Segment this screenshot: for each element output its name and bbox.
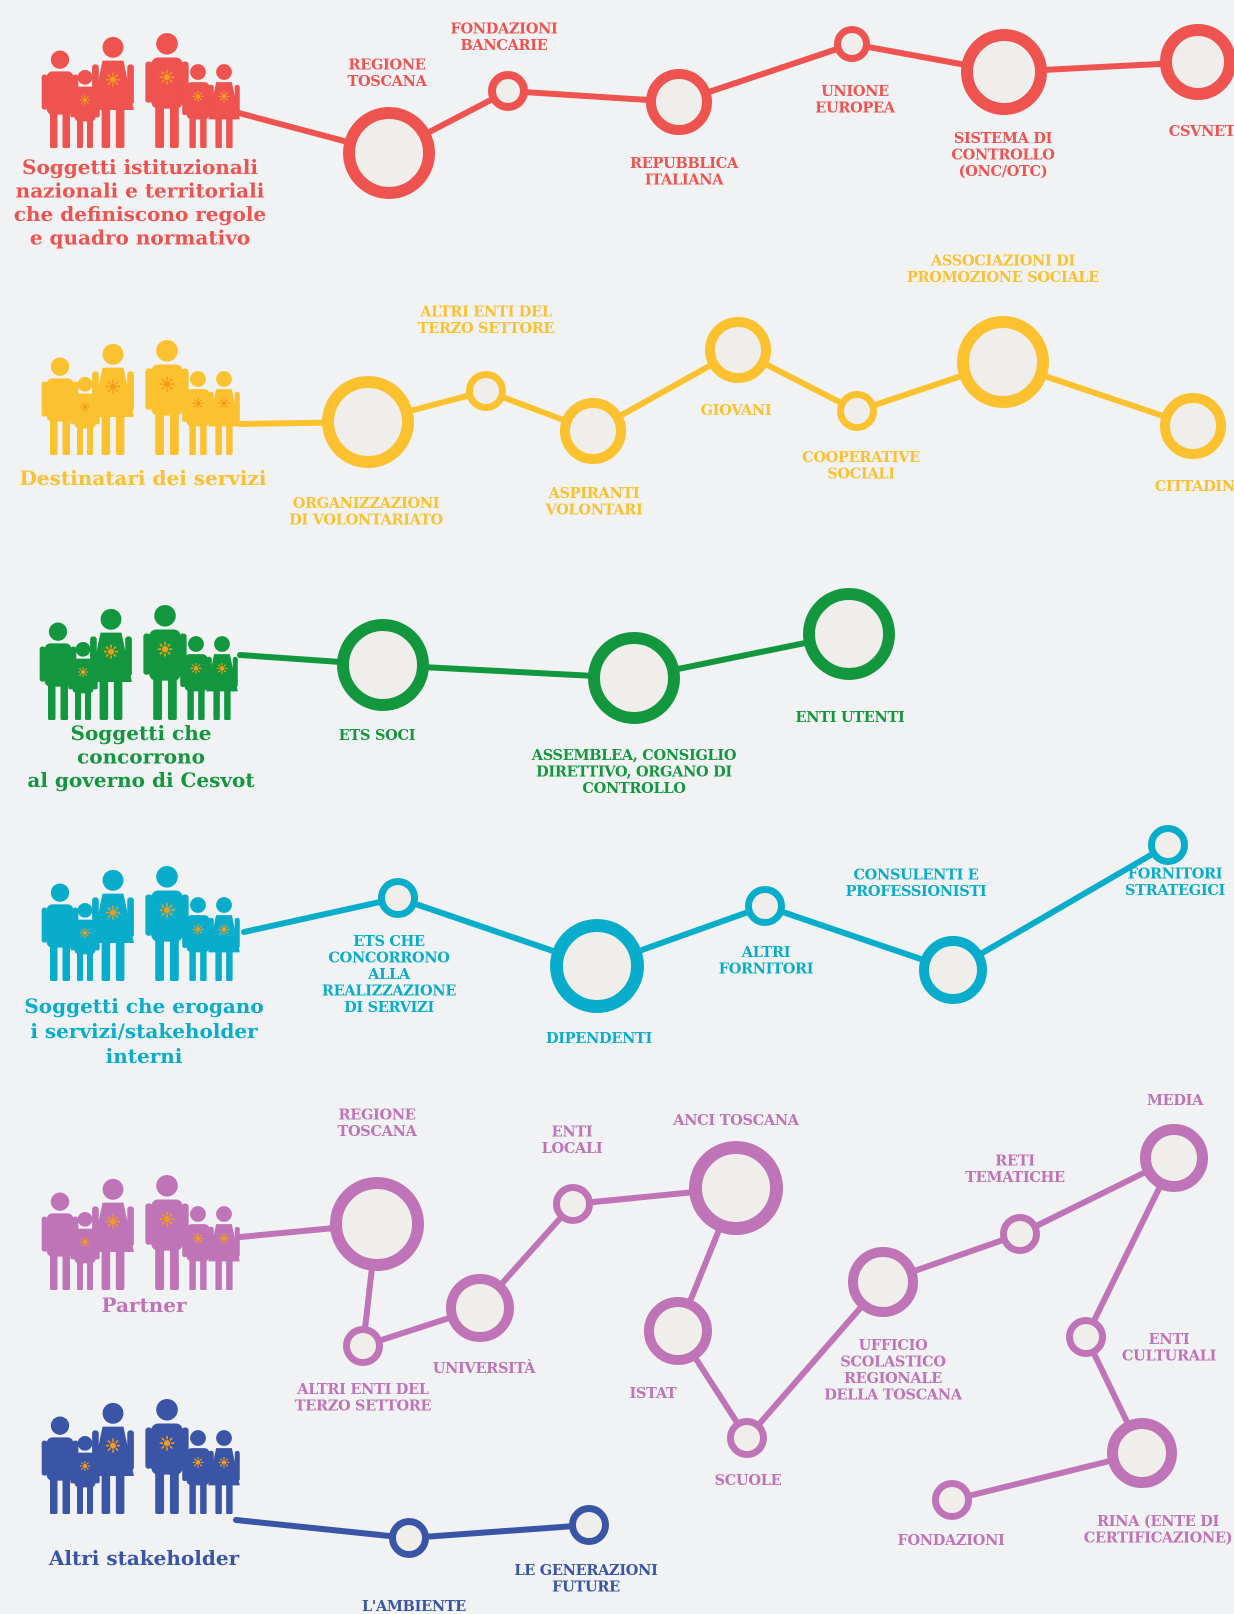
stakeholder-node (919, 936, 987, 1004)
people-group-icon (41, 1398, 240, 1514)
stakeholder-node (378, 878, 418, 918)
node-label: ETS SOCI (339, 727, 416, 744)
stakeholder-node (646, 69, 712, 135)
stakeholder-node (848, 1247, 918, 1317)
stakeholder-node (343, 1326, 383, 1366)
stakeholder-node (932, 1480, 972, 1520)
stakeholder-node (322, 376, 414, 468)
stakeholder-node (588, 632, 680, 724)
people-group-icon (41, 339, 240, 455)
stakeholder-node (1160, 393, 1226, 459)
stakeholder-node (550, 919, 644, 1013)
stakeholder-node (553, 1184, 593, 1224)
people-group-icon (41, 1174, 240, 1290)
stakeholder-node (705, 317, 771, 383)
connector-line (950, 842, 1171, 973)
stakeholder-node (1160, 24, 1234, 100)
node-label: L'AMBIENTE (362, 1598, 466, 1614)
node-label: CITTADINI (1155, 478, 1234, 495)
people-group-icon (41, 32, 240, 148)
node-label: ENTI UTENTI (796, 709, 905, 726)
group-label: Destinatari dei servizi (20, 466, 267, 490)
stakeholder-node (961, 29, 1047, 115)
node-label: GIOVANI (701, 402, 772, 419)
stakeholder-node (689, 1141, 783, 1235)
stakeholder-node (1140, 1124, 1208, 1192)
stakeholder-node (834, 26, 870, 62)
node-label: ANCI TOSCANA (672, 1112, 800, 1129)
stakeholder-node (488, 71, 528, 111)
stakeholder-node (745, 886, 785, 926)
node-label: DIPENDENTI (546, 1030, 653, 1047)
stakeholder-node (343, 107, 435, 199)
stakeholder-node (446, 1274, 514, 1342)
group-label: Altri stakeholder (48, 1546, 240, 1570)
stakeholder-node (466, 371, 506, 411)
node-label: SCUOLE (715, 1472, 782, 1489)
stakeholder-node (330, 1177, 424, 1271)
node-label: ISTAT (630, 1385, 678, 1402)
stakeholder-node (837, 391, 877, 431)
stakeholder-node (727, 1418, 767, 1458)
group-label: Partner (101, 1293, 187, 1317)
stakeholder-node (1066, 1317, 1106, 1357)
connector-line (406, 1522, 592, 1541)
stakeholder-node (1148, 825, 1188, 865)
node-label: MEDIA (1147, 1092, 1204, 1109)
stakeholder-node (644, 1297, 712, 1365)
stakeholder-node (389, 1518, 429, 1558)
node-label: FONDAZIONI (897, 1532, 1005, 1549)
connector-line (241, 895, 401, 935)
stakeholder-node (1000, 1214, 1040, 1254)
node-label: UNIVERSITÀ (433, 1359, 537, 1377)
node-label: CSVNET (1169, 123, 1234, 140)
stakeholder-node (569, 1505, 609, 1545)
people-group-icon (39, 604, 238, 720)
connector-line (233, 1517, 412, 1541)
people-group-icon (41, 865, 240, 981)
stakeholder-node (337, 619, 429, 711)
stakeholder-node (803, 588, 895, 680)
stakeholder-node (957, 316, 1049, 408)
stakeholder-node (1107, 1418, 1177, 1488)
stakeholder-node (560, 398, 626, 464)
